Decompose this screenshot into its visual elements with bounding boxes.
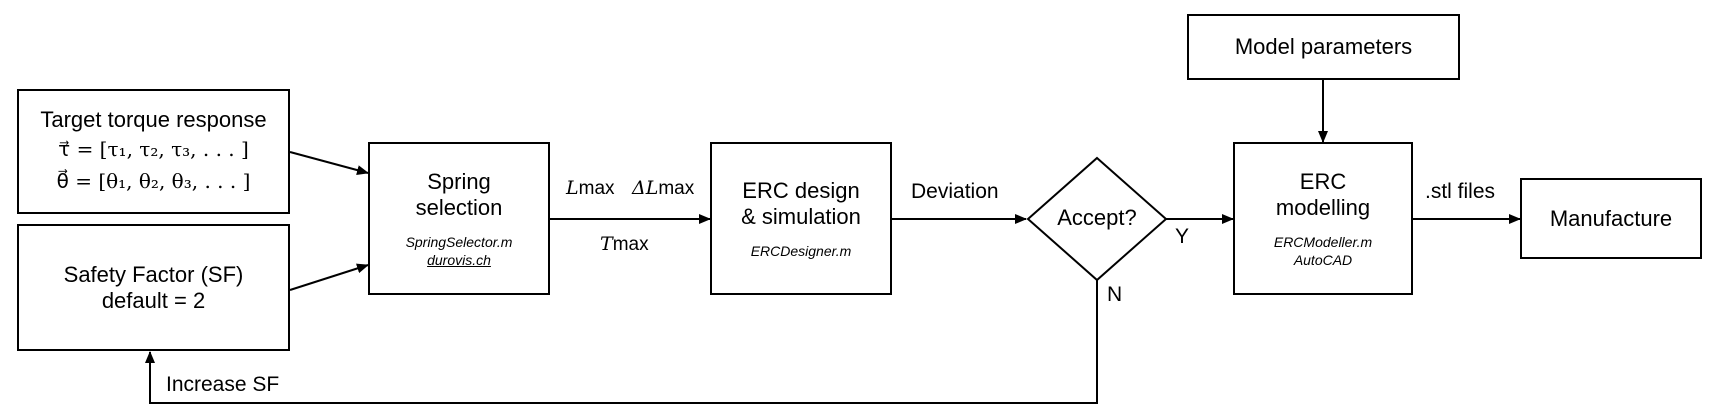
- safety-factor-default: default = 2: [101, 287, 206, 313]
- manufacture-box: Manufacture: [1520, 178, 1702, 259]
- durovis-link[interactable]: durovis.ch: [427, 251, 491, 268]
- theta-vector-equation: θ⃗ = [θ₁, θ₂, θ₃, . . . ]: [56, 168, 251, 193]
- autocad-tool: AutoCAD: [1293, 251, 1353, 268]
- erc-designer-script: ERCDesigner.m: [750, 242, 852, 259]
- safety-factor-box: Safety Factor (SF) default = 2: [17, 224, 290, 351]
- tau-vector-equation: τ⃗ = [τ₁, τ₂, τ₃, . . . ]: [58, 136, 249, 161]
- arrow-safety-to-spring: [289, 263, 369, 291]
- t-max-label: Tmax: [600, 233, 649, 255]
- spring-selector-script: SpringSelector.m: [405, 233, 513, 250]
- model-parameters-label: Model parameters: [1234, 34, 1413, 59]
- manufacture-label: Manufacture: [1549, 205, 1673, 231]
- spring-selection-box: Spring selection SpringSelector.m durovi…: [368, 142, 550, 295]
- increase-sf-label: Increase SF: [166, 373, 280, 396]
- target-torque-title: Target torque response: [40, 106, 267, 132]
- erc-modeller-script: ERCModeller.m: [1273, 233, 1373, 250]
- no-label: N: [1107, 283, 1123, 306]
- stl-files-label: .stl files: [1425, 180, 1496, 203]
- spring-selection-line2: selection: [415, 194, 503, 220]
- arrow-target-to-spring: [289, 151, 369, 175]
- erc-design-line1: ERC design: [742, 177, 860, 203]
- erc-design-box: ERC design & simulation ERCDesigner.m: [710, 142, 892, 295]
- arrow-feedback-loop: [145, 280, 1098, 404]
- erc-modelling-line1: ERC: [1299, 168, 1347, 194]
- erc-design-line2: & simulation: [741, 203, 861, 229]
- erc-modelling-line2: modelling: [1275, 194, 1371, 220]
- decision-label: Accept?: [1057, 205, 1137, 230]
- safety-factor-label: Safety Factor (SF): [63, 261, 244, 287]
- spring-selection-line1: Spring: [427, 168, 491, 194]
- erc-modelling-box: ERC modelling ERCModeller.m AutoCAD: [1233, 142, 1413, 295]
- delta-l-max-label: ΔLmax: [632, 177, 695, 199]
- l-max-label: Lmax: [566, 177, 615, 199]
- model-parameters-box: Model parameters: [1187, 14, 1460, 80]
- target-torque-box: Target torque response τ⃗ = [τ₁, τ₂, τ₃,…: [17, 89, 290, 214]
- deviation-label: Deviation: [911, 180, 999, 203]
- yes-label: Y: [1175, 225, 1190, 248]
